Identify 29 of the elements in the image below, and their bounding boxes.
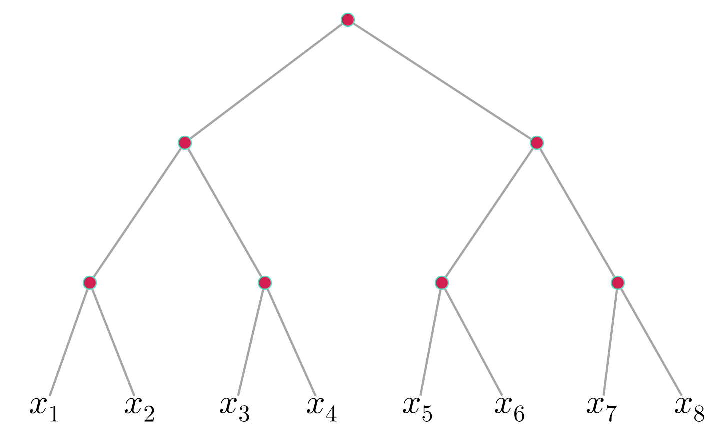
- leaf-label: $x_7$: [586, 398, 617, 422]
- leaf-label: $x_5$: [403, 398, 432, 422]
- tree-node-dot: [82, 276, 98, 290]
- tree-edge: [93, 148, 182, 278]
- leaf-label: $x_1$: [30, 398, 58, 422]
- tree-node-dot: [340, 12, 356, 28]
- tree-node-dot: [258, 276, 272, 290]
- tree-node-dot: [610, 276, 626, 290]
- tree-node-dot: [178, 136, 192, 150]
- tree-edge: [48, 289, 89, 396]
- tree-edge: [353, 22, 532, 140]
- leaf-label: $x_8$: [675, 398, 704, 422]
- tree-edge: [540, 148, 616, 278]
- tree-edge: [190, 23, 343, 140]
- tree-edge: [92, 289, 136, 396]
- tree-node-dot: [434, 276, 450, 290]
- tree-edge: [620, 288, 683, 396]
- tree-edge: [602, 290, 618, 396]
- leaf-label: $x_3$: [220, 398, 250, 422]
- tree-edge: [266, 289, 317, 397]
- tree-edge: [445, 148, 534, 278]
- leaf-label: $x_2$: [125, 398, 154, 422]
- tree-edge: [237, 290, 264, 396]
- tree-node-dot: [530, 136, 544, 150]
- tree-edge: [444, 288, 504, 396]
- tree-edge: [188, 148, 262, 278]
- tree-edge: [420, 290, 442, 396]
- leaf-label: $x_6$: [495, 398, 524, 422]
- leaf-label: $x_4$: [307, 398, 337, 422]
